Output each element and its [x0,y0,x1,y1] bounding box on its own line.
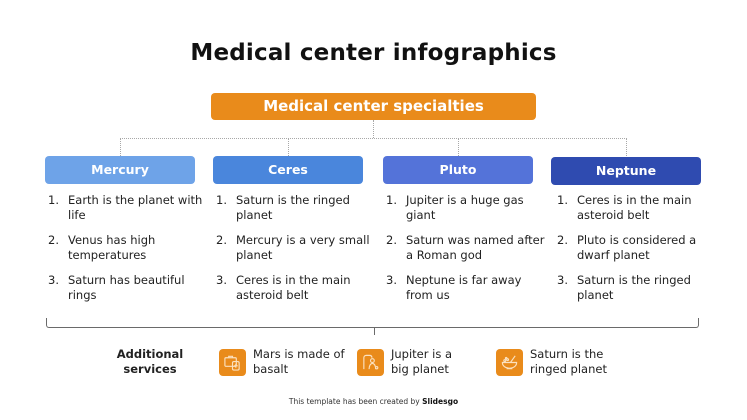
list-item: 1. Earth is the planet with life [48,193,213,223]
service-item-3: Saturn is the ringed planet [496,347,625,377]
item-number: 3. [557,273,568,287]
footer-prefix: This template has been created by [288,397,423,406]
list-item: 3. Saturn is the ringed planet [557,273,722,303]
list-ceres: 1. Saturn is the ringed planet 2. Mercury … [216,193,381,313]
item-text: Neptune is far away from us [406,273,522,302]
list-item: 2. Pluto is considered a dwarf planet [557,233,722,263]
item-number: 2. [557,233,568,247]
connector-drop-mercury [120,138,121,156]
item-number: 3. [216,273,227,287]
list-item: 1. Saturn is the ringed planet [216,193,381,223]
item-text: Ceres is in the main asteroid belt [236,273,351,302]
patient-icon [357,348,384,376]
column-header-mercury: Mercury [45,156,195,184]
item-text: Venus has high temperatures [68,233,156,262]
item-number: 2. [216,233,227,247]
column-header-pluto: Pluto [383,156,533,184]
item-number: 1. [386,193,397,207]
item-text: Saturn is the ringed planet [577,273,691,302]
list-neptune: 1. Ceres is in the main asteroid belt 2. P… [557,193,722,313]
grouping-bracket [46,318,699,328]
service-text: Saturn is the ringed planet [530,347,607,376]
list-item: 2. Venus has high temperatures [48,233,213,263]
list-item: 1. Ceres is in the main asteroid belt [557,193,722,223]
item-text: Saturn is the ringed planet [236,193,350,222]
bracket-tick [374,327,376,335]
service-item-2: Jupiter is a big planet [357,347,471,377]
item-number: 3. [48,273,59,287]
list-mercury: 1. Earth is the planet with life 2. Venus … [48,193,213,313]
item-text: Earth is the planet with life [68,193,203,222]
item-number: 3. [386,273,397,287]
list-item: 3. Neptune is far away from us [386,273,551,303]
column-header-neptune: Neptune [551,157,701,185]
connector-drop-ceres [288,138,289,156]
connector-horizontal [120,138,627,139]
connector-drop-pluto [458,138,459,156]
footer-brand: Slidesgo [422,397,459,406]
item-text: Pluto is considered a dwarf planet [577,233,697,262]
list-pluto: 1. Jupiter is a huge gas giant 2. Saturn w… [386,193,551,313]
connector-root [373,120,374,138]
item-text: Ceres is in the main asteroid belt [577,193,692,222]
item-text: Mercury is a very small planet [236,233,370,262]
list-item: 3. Saturn has beautiful rings [48,273,213,303]
service-text: Jupiter is a big planet [391,347,453,376]
list-item: 2. Saturn was named after a Roman god [386,233,551,263]
services-label: Additional services [116,347,184,376]
item-number: 1. [48,193,59,207]
service-text: Mars is made of basalt [253,347,345,376]
list-item: 3. Ceres is in the main asteroid belt [216,273,381,303]
item-number: 1. [216,193,227,207]
list-item: 2. Mercury is a very small planet [216,233,381,263]
mortar-pestle-icon [496,348,523,376]
item-number: 2. [386,233,397,247]
item-text: Jupiter is a huge gas giant [406,193,524,222]
item-number: 1. [557,193,568,207]
connector-drop-neptune [626,138,627,156]
list-item: 1. Jupiter is a huge gas giant [386,193,551,223]
service-item-1: Mars is made of basalt [219,347,345,377]
column-header-ceres: Ceres [213,156,363,184]
root-node-specialties: Medical center specialties [211,93,536,120]
item-text: Saturn has beautiful rings [68,273,185,302]
footer-credit: This template has been created by Slides… [0,397,747,406]
page-title: Medical center infographics [190,40,557,66]
medical-kit-icon [219,348,246,376]
item-number: 2. [48,233,59,247]
item-text: Saturn was named after a Roman god [406,233,545,262]
